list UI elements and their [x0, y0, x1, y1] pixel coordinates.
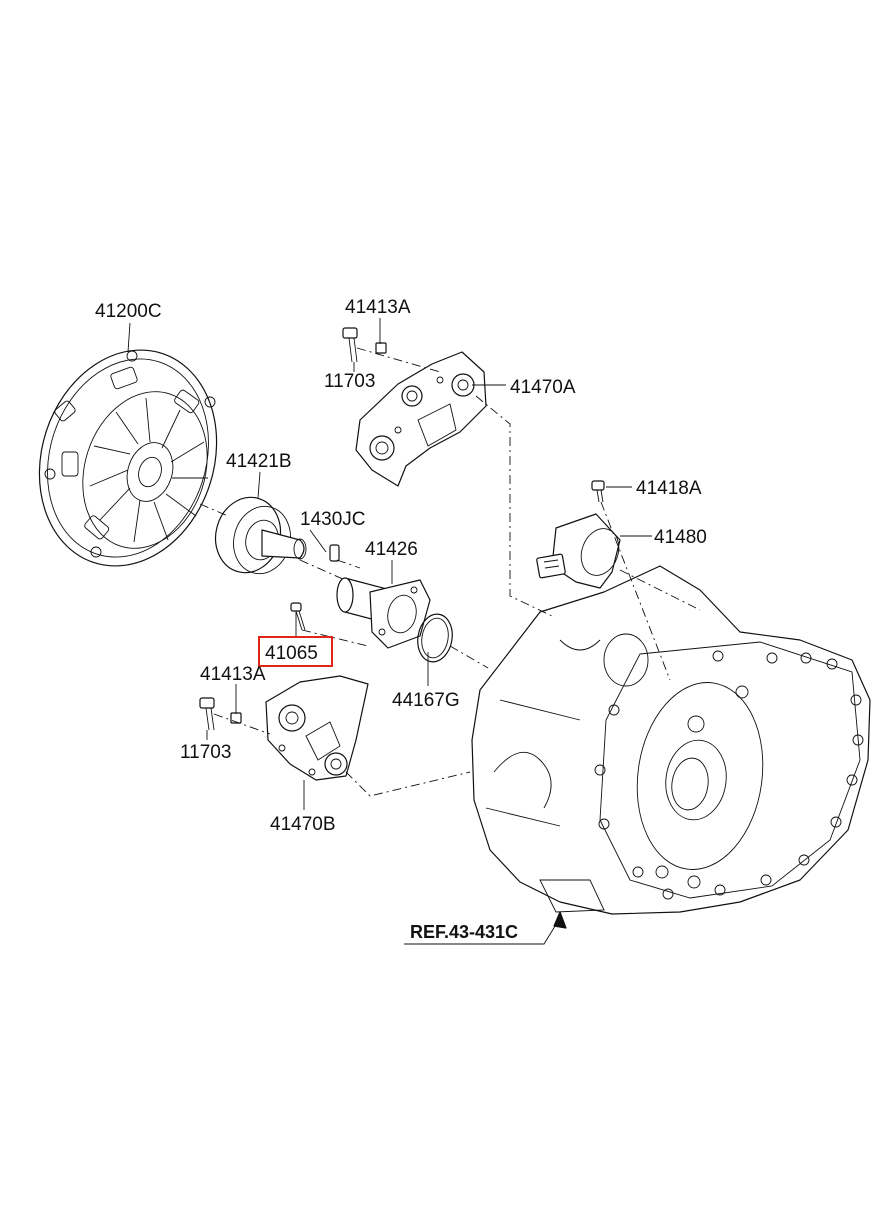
release-bearing-drawing: [214, 496, 307, 575]
label-sensor-bolt: 41418A: [636, 478, 702, 499]
label-pin: 1430JC: [300, 509, 366, 530]
label-release-bearing: 41421B: [226, 451, 292, 472]
sensor-drawing: [536, 513, 621, 589]
bolt-41065-drawing: [290, 602, 306, 631]
sensor-bolt-drawing: [591, 480, 605, 503]
label-reference[interactable]: REF.43-431C: [410, 922, 518, 942]
leader-lines: [127, 318, 652, 945]
clutch-cover-drawing: [38, 349, 218, 567]
label-snap-ring: 44167G: [392, 690, 460, 711]
assembly-lines: [199, 347, 701, 797]
label-nut-lower: 41413A: [200, 664, 266, 685]
label-sensor: 41480: [654, 527, 707, 548]
label-bolt-upper: 11703: [324, 371, 375, 392]
lower-fasteners-drawing: [199, 697, 242, 731]
pin-drawing: [329, 544, 340, 562]
label-release-cylinder: 41426: [365, 539, 418, 560]
label-clutch-cover: 41200C: [95, 301, 162, 322]
label-actuator-lower: 41470B: [270, 814, 336, 835]
upper-fasteners-drawing: [342, 327, 387, 363]
label-bolt-lower: 11703: [180, 742, 231, 763]
label-bolt-highlighted[interactable]: 41065: [265, 643, 318, 664]
release-cylinder-drawing: [336, 577, 431, 649]
label-actuator-upper: 41470A: [510, 377, 576, 398]
label-nut-upper: 41413A: [345, 297, 411, 318]
snap-ring-drawing: [417, 613, 453, 663]
upper-actuator-drawing: [355, 351, 487, 487]
highlight-box: [258, 636, 333, 667]
transaxle-housing-drawing: [471, 565, 871, 915]
lower-actuator-drawing: [265, 675, 369, 781]
